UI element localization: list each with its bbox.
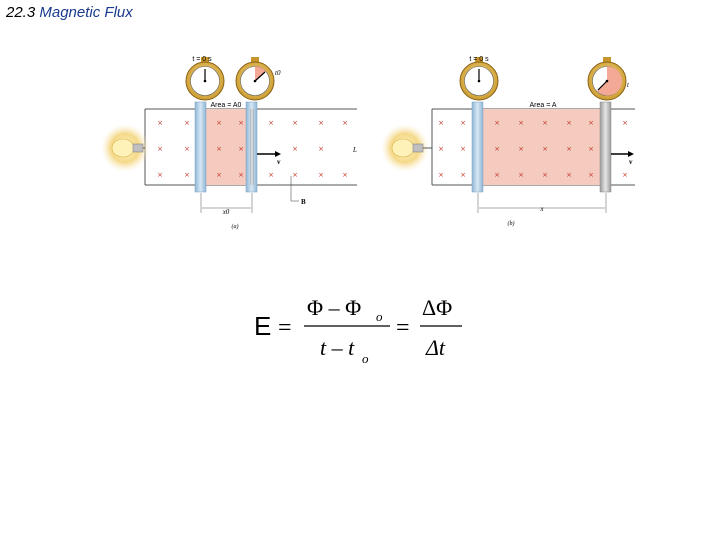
svg-text:×: × bbox=[438, 171, 444, 179]
area-a0-label: Area = A0 bbox=[211, 102, 242, 109]
stopwatch-t-icon bbox=[587, 57, 627, 101]
svg-text:×: × bbox=[184, 119, 190, 127]
svg-text:×: × bbox=[318, 145, 324, 153]
flux-area-b bbox=[483, 109, 603, 185]
emf-symbol: E bbox=[254, 311, 271, 341]
bar-start-b bbox=[471, 101, 484, 193]
bar-start-a bbox=[194, 101, 207, 193]
section-number: 22.3 bbox=[6, 4, 36, 21]
svg-text:×: × bbox=[318, 171, 324, 179]
lightbulb-icon-a bbox=[101, 124, 149, 172]
svg-text:×: × bbox=[216, 119, 222, 127]
svg-text:×: × bbox=[438, 119, 444, 127]
svg-text:×: × bbox=[238, 171, 244, 179]
magnetic-field-crosses-a: × × × × × × × × × × × × × × × × × × × × × × bbox=[157, 119, 348, 179]
svg-text:×: × bbox=[157, 171, 163, 179]
magnetic-field-crosses-b: × × × × × × × × × × × × × × × × × × × × × × × bbox=[438, 119, 628, 179]
clock-t0-label: t0 bbox=[275, 69, 281, 77]
velocity-label-a: v bbox=[277, 158, 281, 166]
flux-area-a bbox=[206, 109, 250, 185]
svg-text:×: × bbox=[622, 119, 628, 127]
svg-text:×: × bbox=[157, 119, 163, 127]
field-label-a: B bbox=[301, 198, 306, 206]
clock-t-label: t bbox=[627, 81, 630, 89]
svg-text:×: × bbox=[268, 171, 274, 179]
numerator-2: ΔΦ bbox=[422, 295, 452, 320]
svg-text:×: × bbox=[494, 171, 500, 179]
svg-text:×: × bbox=[292, 145, 298, 153]
equals-2: = bbox=[396, 315, 410, 341]
svg-text:×: × bbox=[518, 171, 524, 179]
svg-text:×: × bbox=[518, 119, 524, 127]
equals-1: = bbox=[278, 315, 292, 341]
panel-b: t = 0 s t Area = A ×××××××× ××××××× ××××… bbox=[381, 56, 635, 227]
panel-b-label: (b) bbox=[508, 220, 515, 227]
svg-text:×: × bbox=[268, 119, 274, 127]
denominator-1: t – t bbox=[320, 335, 355, 360]
svg-text:×: × bbox=[438, 145, 444, 153]
svg-text:×: × bbox=[292, 171, 298, 179]
panel-a-label: (a) bbox=[232, 223, 239, 230]
svg-text:×: × bbox=[318, 119, 324, 127]
svg-text:×: × bbox=[622, 171, 628, 179]
svg-text:×: × bbox=[588, 145, 594, 153]
bar-moving-b bbox=[599, 101, 612, 193]
stopwatch-start-icon bbox=[185, 57, 225, 101]
svg-text:×: × bbox=[542, 145, 548, 153]
length-label-a: L bbox=[352, 146, 357, 154]
svg-text:×: × bbox=[542, 171, 548, 179]
numerator-1: Φ – Φ bbox=[307, 295, 361, 320]
svg-text:×: × bbox=[460, 171, 466, 179]
svg-text:×: × bbox=[184, 171, 190, 179]
svg-text:×: × bbox=[588, 119, 594, 127]
subscript-o-den: o bbox=[362, 351, 369, 366]
panel-a: t = 0 s t0 Area = A0 ×××××××× ×××××× ×××… bbox=[101, 56, 357, 230]
svg-text:×: × bbox=[460, 119, 466, 127]
subscript-o-num: o bbox=[376, 309, 383, 324]
svg-text:×: × bbox=[566, 145, 572, 153]
svg-text:×: × bbox=[494, 145, 500, 153]
clock-start-label: t = 0 s bbox=[192, 56, 212, 63]
svg-text:×: × bbox=[157, 145, 163, 153]
clock-start-label-b: t = 0 s bbox=[469, 56, 489, 63]
svg-text:×: × bbox=[566, 119, 572, 127]
svg-text:×: × bbox=[292, 119, 298, 127]
stopwatch-t0-icon bbox=[235, 57, 275, 101]
svg-text:×: × bbox=[518, 145, 524, 153]
denominator-2: Δt bbox=[425, 335, 446, 360]
stopwatch-start-icon-b bbox=[459, 57, 499, 101]
svg-text:×: × bbox=[216, 145, 222, 153]
svg-text:×: × bbox=[342, 171, 348, 179]
svg-text:×: × bbox=[238, 145, 244, 153]
lightbulb-icon-b bbox=[381, 124, 432, 172]
faraday-equation: E = Φ – Φ o t – t o = ΔΦ Δt bbox=[254, 295, 462, 366]
svg-text:×: × bbox=[342, 119, 348, 127]
velocity-label-b: v bbox=[629, 158, 633, 166]
area-a-label: Area = A bbox=[529, 102, 556, 109]
slide-title: 22.3 Magnetic Flux bbox=[6, 4, 133, 21]
section-title: Magnetic Flux bbox=[39, 4, 133, 21]
svg-text:×: × bbox=[184, 145, 190, 153]
dimension-x0-label: x0 bbox=[222, 208, 230, 216]
svg-text:×: × bbox=[460, 145, 466, 153]
motional-emf-figure: t = 0 s t0 Area = A0 ×××××××× ×××××× ×××… bbox=[101, 56, 635, 230]
svg-text:×: × bbox=[494, 119, 500, 127]
svg-text:×: × bbox=[216, 171, 222, 179]
dimension-x-label: x bbox=[539, 205, 544, 213]
svg-text:×: × bbox=[238, 119, 244, 127]
svg-text:×: × bbox=[566, 171, 572, 179]
svg-text:×: × bbox=[588, 171, 594, 179]
svg-text:×: × bbox=[542, 119, 548, 127]
